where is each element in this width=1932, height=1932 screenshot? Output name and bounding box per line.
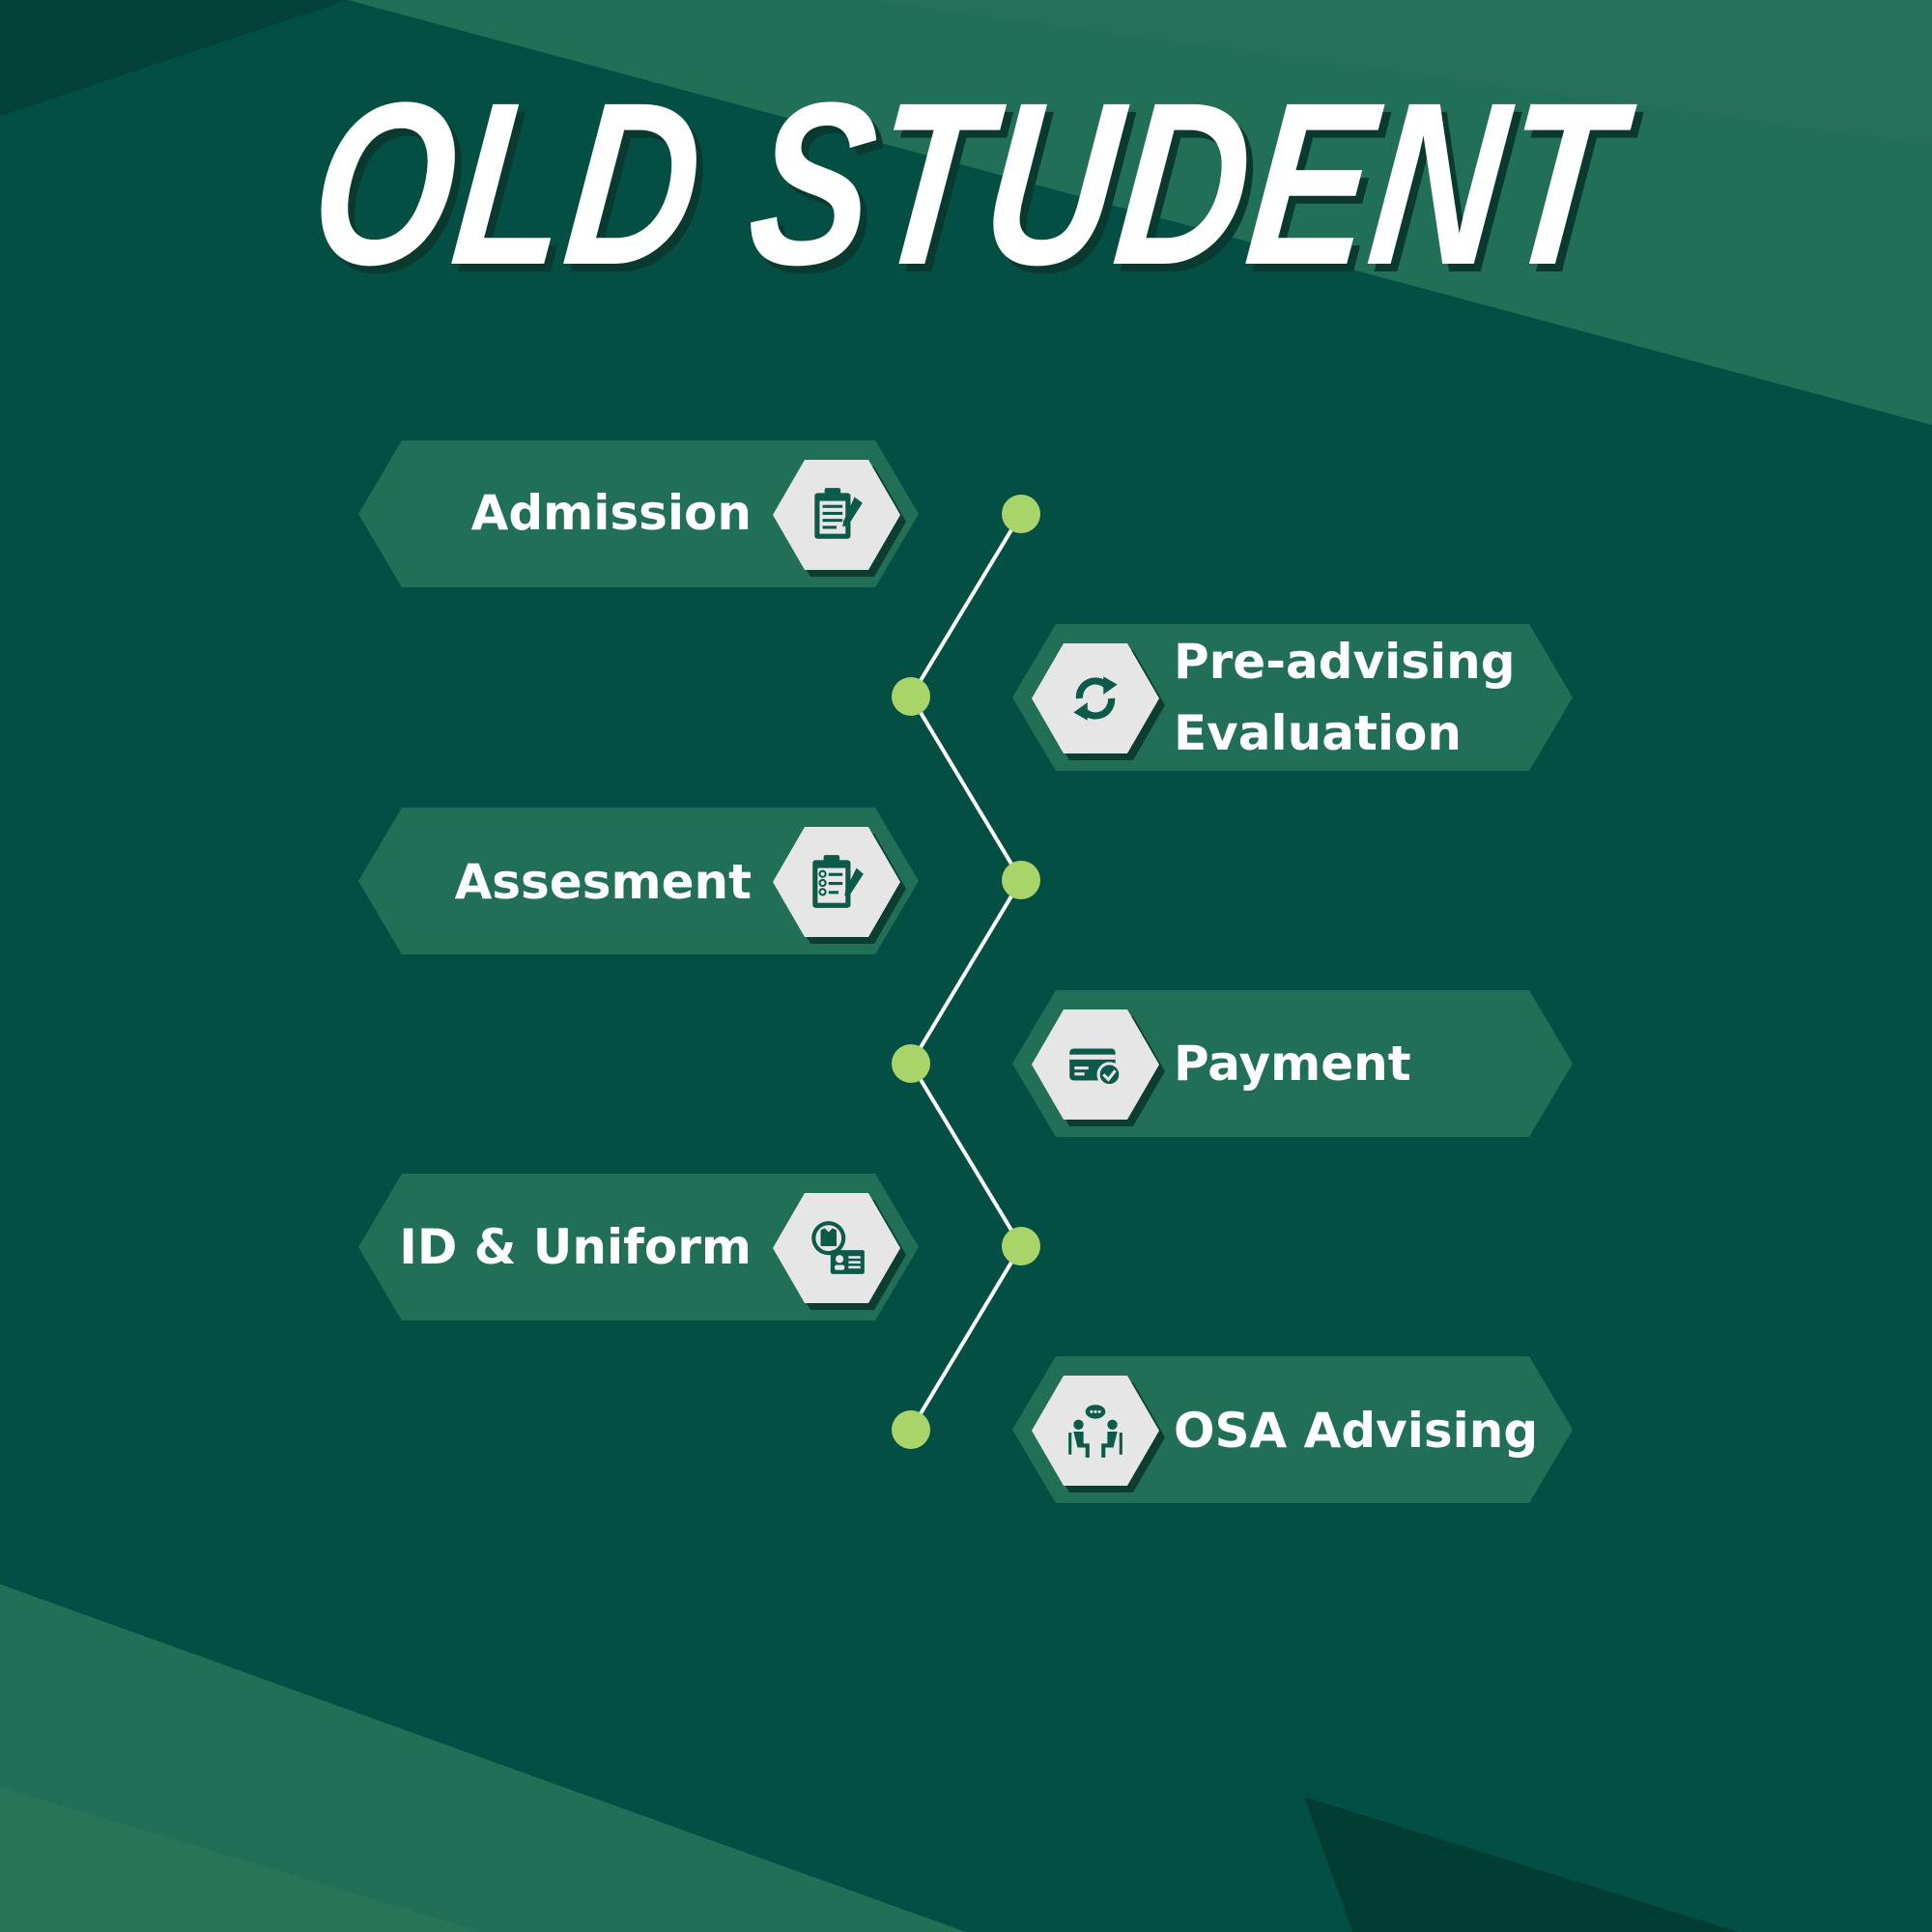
step-label: Payment [1174,1036,1411,1092]
credit-card-check-icon [1032,1009,1159,1120]
step-label-line-2: Evaluation [1174,705,1462,761]
timeline-dot-6 [892,1410,930,1449]
advising-conversation-icon [1032,1376,1159,1486]
step-label: Admission [470,485,752,541]
timeline-dot-1 [1002,495,1040,533]
timeline-dot-5 [1002,1227,1040,1265]
clipboard-pencil-icon [773,460,900,570]
checklist-clipboard-icon [773,827,900,937]
step-label: ID & Uniform [399,1219,752,1275]
refresh-cycle-icon [1032,643,1159,753]
uniform-id-card-icon [773,1193,900,1303]
timeline-dot-2 [892,677,930,716]
step-label-line-1: Pre-advising [1174,634,1516,690]
step-label: OSA Advising [1174,1403,1539,1459]
timeline-dot-3 [1002,861,1040,899]
step-label: Assesment [454,854,752,910]
timeline-dot-4 [892,1044,930,1083]
